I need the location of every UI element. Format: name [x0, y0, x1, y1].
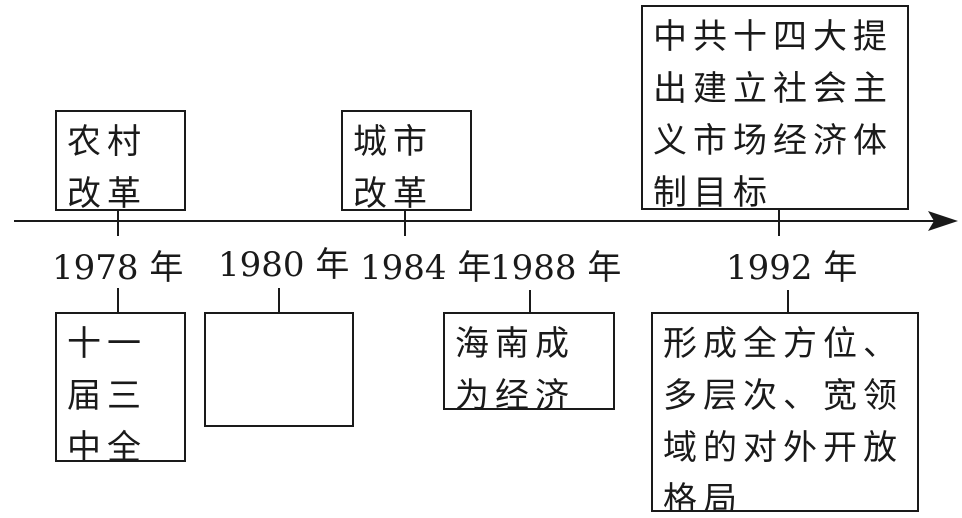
event-box-opening: 形成全方位、多层次、宽领域的对外开放格局	[651, 312, 919, 512]
event-box-hainan: 海南成为经济特区	[443, 312, 615, 410]
year-label-1978: 1978 年	[52, 248, 184, 288]
year-label-1992: 1992 年	[726, 248, 858, 288]
event-box-blank	[204, 312, 354, 427]
axis-arrow-icon	[928, 211, 958, 231]
event-box-urban-reform: 城市改革开始	[341, 110, 472, 211]
year-label-1988: 1988 年	[490, 248, 622, 288]
event-box-plenum-3: 十一届三中全会召开	[55, 312, 186, 462]
year-label-1980: 1980 年	[218, 245, 350, 285]
event-box-congress-14: 中共十四大提出建立社会主义市场经济体制目标	[641, 5, 909, 210]
event-box-rural-reform: 农村改革开始	[55, 110, 186, 211]
year-label-1984: 1984 年	[360, 248, 492, 288]
